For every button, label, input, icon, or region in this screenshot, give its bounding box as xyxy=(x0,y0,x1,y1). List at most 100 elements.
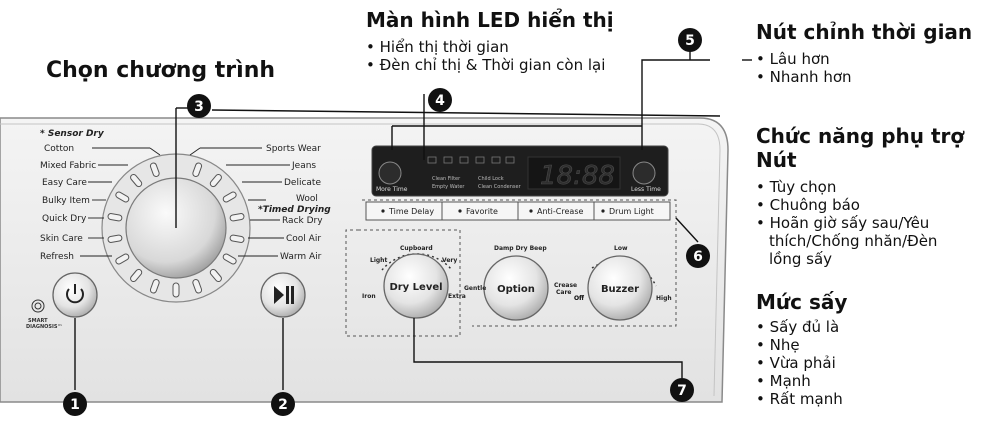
svg-text:2: 2 xyxy=(278,397,288,413)
power-icon xyxy=(66,284,84,304)
callout-6: 6 xyxy=(686,244,710,268)
option-knob[interactable] xyxy=(483,255,549,321)
smart-diagnosis-icon xyxy=(31,299,45,313)
program-rack-dry: Rack Dry xyxy=(282,216,323,226)
dial-position-mark xyxy=(115,253,130,265)
panel-inner-edge xyxy=(0,123,721,397)
callout-1: 1 xyxy=(63,392,87,416)
play-pause-icon xyxy=(274,286,294,304)
aux-list: Tùy chọn Chuông báo Hoãn giờ sấy sau/Yêu xyxy=(756,178,930,232)
program-label-lines xyxy=(80,147,290,257)
mark-off: Off xyxy=(574,295,584,302)
digit-window xyxy=(527,156,621,190)
dry-level-list: Sấy đủ là Nhẹ Vừa phải Mạnh Rất mạnh xyxy=(756,318,843,408)
program-bulky-item: Bulky Item xyxy=(42,196,90,206)
dial-position-mark xyxy=(130,173,143,188)
dial-position-mark xyxy=(222,253,237,265)
svg-text:3: 3 xyxy=(194,99,204,115)
svg-text:1: 1 xyxy=(70,397,80,413)
time-adjust-heading: Nút chỉnh thời gian xyxy=(756,20,973,44)
program-mixed-fabric: Mixed Fabric xyxy=(40,161,96,171)
mark-gentle: Gentle xyxy=(464,285,486,292)
program-heading: Chọn chương trình xyxy=(46,58,276,83)
less-time-button[interactable] xyxy=(632,161,656,185)
indicator-clean-filter: Clean Filter xyxy=(432,176,461,182)
time-item: Lâu hơn xyxy=(756,50,852,68)
led-list: Hiển thị thời gian Đèn chỉ thị & Thời gi… xyxy=(366,38,606,74)
program-warm-air: Warm Air xyxy=(280,252,322,262)
dial-position-mark xyxy=(149,162,160,177)
time-delay-button[interactable]: Time Delay xyxy=(388,207,434,216)
anti-crease-button[interactable]: Anti-Crease xyxy=(537,207,583,216)
sensor-dry-label: * Sensor Dry xyxy=(40,129,105,139)
leader-lines xyxy=(74,45,752,390)
buzzer-knob[interactable] xyxy=(587,255,653,321)
less-time-label: Less Time xyxy=(631,186,661,193)
mark-care: Care xyxy=(556,289,571,296)
indicator-clean-condenser: Clean Condenser xyxy=(478,184,522,190)
program-jeans: Jeans xyxy=(291,161,316,171)
dial-position-mark xyxy=(192,162,203,177)
callout-2: 2 xyxy=(271,392,295,416)
dry-item: Vừa phải xyxy=(756,354,843,372)
svg-text:6: 6 xyxy=(693,249,703,265)
smart-label: SMART xyxy=(28,318,48,324)
option-label: Option xyxy=(497,284,535,295)
aux-item: Tùy chọn xyxy=(756,178,929,196)
dry-item: Sấy đủ là xyxy=(756,318,843,336)
buzzer-ticks xyxy=(591,260,657,287)
led-item: Đèn chỉ thị & Thời gian còn lại xyxy=(366,56,606,74)
dial-position-mark xyxy=(172,282,180,298)
mark-light: Light xyxy=(370,257,387,264)
buzzer-label: Buzzer xyxy=(601,284,639,295)
program-wool: Wool xyxy=(296,194,318,204)
callout-7: 7 xyxy=(670,378,694,402)
timed-drying-label: *Timed Drying xyxy=(258,205,331,215)
aux-item: Hoãn giờ sấy sau/Yêu xyxy=(756,214,930,232)
callout-4: 4 xyxy=(428,88,452,112)
callout-3: 3 xyxy=(187,94,211,118)
program-easy-care: Easy Care xyxy=(42,178,87,188)
dry-item: Rất mạnh xyxy=(756,390,843,408)
program-delicate: Delicate xyxy=(284,178,321,188)
mark-cupboard: Cupboard xyxy=(400,245,433,252)
dry-level-knob[interactable] xyxy=(383,253,449,319)
dial-position-mark xyxy=(222,191,237,203)
more-time-label: More Time xyxy=(376,186,408,193)
callout-5: 5 xyxy=(678,28,702,52)
led-heading: Màn hình LED hiển thị xyxy=(366,8,614,32)
more-time-button[interactable] xyxy=(378,161,402,185)
mark-very: Very xyxy=(442,257,457,264)
dashed-outline-bottom xyxy=(345,229,461,337)
power-button[interactable] xyxy=(52,272,98,318)
mark-high: High xyxy=(656,295,672,302)
time-adjust-list: Lâu hơn Nhanh hơn xyxy=(756,50,852,86)
dashed-outline-aux xyxy=(362,199,677,327)
dial-program-ticks xyxy=(107,162,245,298)
mark-crease: Crease xyxy=(554,282,577,289)
diagnosis-label: DIAGNOSIS™ xyxy=(26,324,62,330)
time-digits: 18:88 xyxy=(540,161,615,191)
dial-position-mark xyxy=(229,213,245,222)
mark-damp-dry-beep: Damp Dry Beep xyxy=(494,245,547,252)
aux-item-continued: thích/Chống nhăn/Đèn xyxy=(769,232,938,250)
dial-position-mark xyxy=(107,234,123,243)
aux-item-continued: lồng sấy xyxy=(769,250,833,268)
indicator-child-lock: Child Lock xyxy=(478,176,504,182)
mark-extra: Extra xyxy=(448,293,466,300)
aux-heading-line1: Chức năng phụ trợ xyxy=(756,124,965,148)
dial-position-mark xyxy=(209,173,222,188)
aux-item: Chuông báo xyxy=(756,196,929,214)
mark-iron: Iron xyxy=(362,293,376,300)
program-refresh: Refresh xyxy=(40,252,74,262)
time-item: Nhanh hơn xyxy=(756,68,852,86)
aux-heading-line2: Nút xyxy=(756,148,797,172)
dial-position-mark xyxy=(229,234,245,243)
svg-text:4: 4 xyxy=(435,93,445,109)
led-item: Hiển thị thời gian xyxy=(366,38,605,56)
drum-light-button[interactable]: Drum Light xyxy=(609,207,654,216)
program-skin-care: Skin Care xyxy=(40,234,83,244)
favorite-button[interactable]: Favorite xyxy=(466,207,498,216)
indicator-empty-water: Empty Water xyxy=(432,184,465,190)
